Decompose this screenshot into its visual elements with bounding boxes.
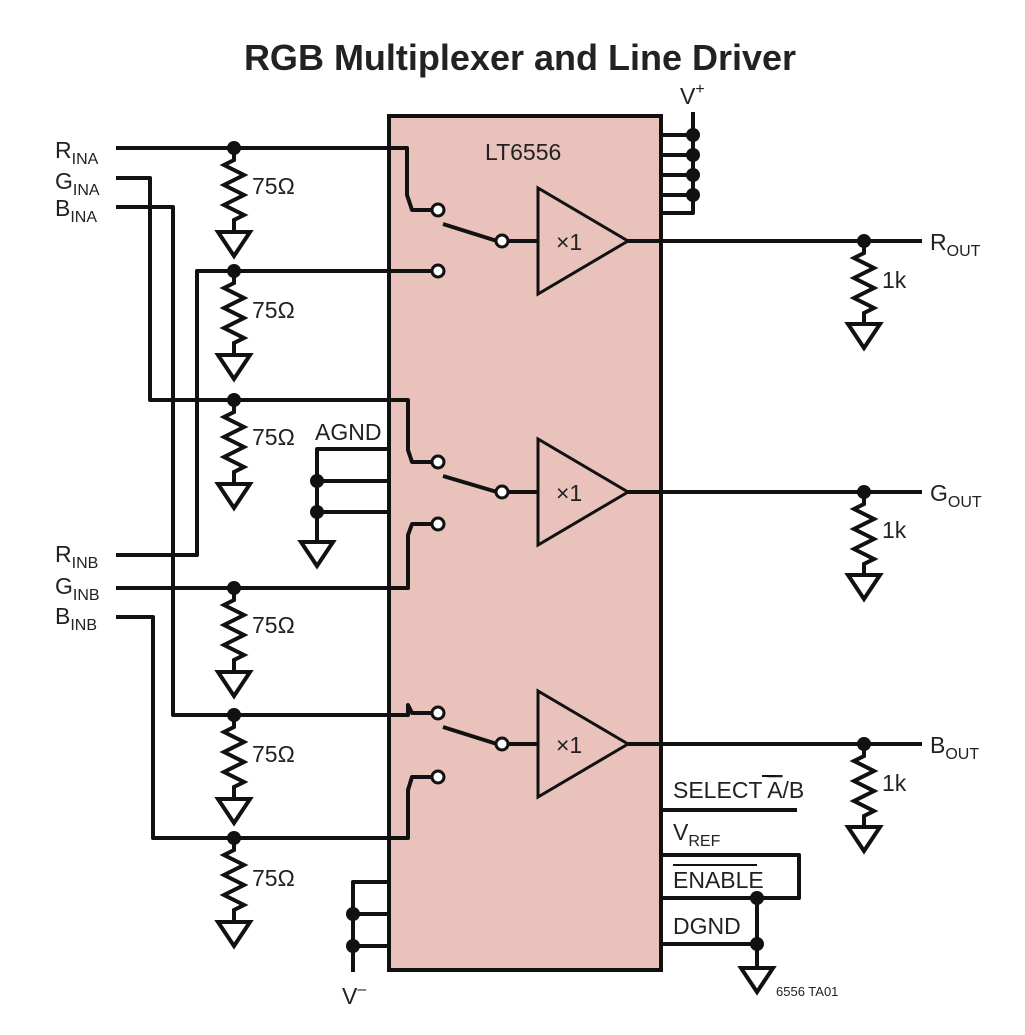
junction-dot bbox=[227, 141, 241, 155]
ground-icon bbox=[216, 793, 252, 825]
ground-icon bbox=[846, 569, 882, 601]
chip-name: LT6556 bbox=[485, 139, 561, 165]
resistor-75-label: 75Ω bbox=[252, 173, 295, 199]
input-wiring bbox=[116, 146, 435, 840]
label-b-out: BOUT bbox=[930, 732, 979, 763]
vplus-network: V+ bbox=[661, 81, 705, 215]
junction-dot bbox=[310, 505, 324, 519]
resistor-75-label: 75Ω bbox=[252, 741, 295, 767]
ground-icon bbox=[739, 962, 775, 994]
junction-dot bbox=[227, 393, 241, 407]
chip-body bbox=[387, 114, 663, 972]
label-g-ina: GINA bbox=[55, 168, 100, 199]
label-r-out: ROUT bbox=[930, 229, 981, 260]
ground-icon bbox=[846, 821, 882, 853]
label-g-out: GOUT bbox=[930, 480, 982, 511]
channel-g: ×1 bbox=[430, 436, 631, 548]
ground-icon bbox=[216, 226, 252, 258]
ground-icon bbox=[216, 916, 252, 948]
channel-b: ×1 bbox=[430, 688, 631, 800]
control-pins: SELECT A/B VREF ENABLE DGND bbox=[661, 775, 804, 994]
junction-dot bbox=[227, 708, 241, 722]
vref-label: VREF bbox=[673, 819, 721, 850]
input-resistors: 75Ω 75Ω 75Ω 75Ω 75Ω 75Ω bbox=[216, 141, 295, 948]
junction-dot bbox=[227, 264, 241, 278]
label-b-ina: BINA bbox=[55, 195, 97, 226]
resistor-75-label: 75Ω bbox=[252, 297, 295, 323]
resistor-1k-label: 1k bbox=[882, 517, 907, 543]
channel-r: ×1 bbox=[430, 185, 631, 297]
vminus-label: V– bbox=[342, 981, 366, 1009]
resistor-1k-label: 1k bbox=[882, 267, 907, 293]
figure-title: RGB Multiplexer and Line Driver bbox=[244, 37, 796, 78]
amp-gain-label: ×1 bbox=[556, 229, 582, 255]
junction-dot bbox=[857, 234, 871, 248]
vplus-label: V+ bbox=[680, 81, 705, 109]
amp-gain-label: ×1 bbox=[556, 732, 582, 758]
select-label: SELECT A/B bbox=[673, 777, 804, 803]
agnd-label: AGND bbox=[315, 419, 381, 445]
output-g: 1k GOUT bbox=[628, 480, 982, 601]
agnd-network: AGND bbox=[299, 419, 389, 568]
junction-dot bbox=[857, 485, 871, 499]
enable-label: ENABLE bbox=[673, 867, 764, 893]
label-b-inb: BINB bbox=[55, 603, 97, 634]
ground-icon bbox=[216, 666, 252, 698]
resistor-75-label: 75Ω bbox=[252, 865, 295, 891]
junction-dot bbox=[750, 891, 764, 905]
dgnd-label: DGND bbox=[673, 913, 741, 939]
label-g-inb: GINB bbox=[55, 573, 100, 604]
resistor-1k-label: 1k bbox=[882, 770, 907, 796]
junction-dot bbox=[310, 474, 324, 488]
resistor-75-label: 75Ω bbox=[252, 612, 295, 638]
label-r-ina: RINA bbox=[55, 137, 99, 168]
ground-icon bbox=[216, 349, 252, 381]
output-r: 1k ROUT bbox=[628, 229, 981, 350]
output-b: 1k BOUT bbox=[628, 732, 979, 853]
resistor-75-label: 75Ω bbox=[252, 424, 295, 450]
ground-icon bbox=[299, 536, 335, 568]
amp-gain-label: ×1 bbox=[556, 480, 582, 506]
vminus-network: V– bbox=[342, 880, 389, 1009]
ground-icon bbox=[216, 478, 252, 510]
figure-code: 6556 TA01 bbox=[776, 984, 838, 999]
junction-dot bbox=[227, 581, 241, 595]
junction-dot bbox=[750, 937, 764, 951]
ground-icon bbox=[846, 318, 882, 350]
junction-dot bbox=[857, 737, 871, 751]
label-r-inb: RINB bbox=[55, 541, 98, 572]
junction-dot bbox=[227, 831, 241, 845]
